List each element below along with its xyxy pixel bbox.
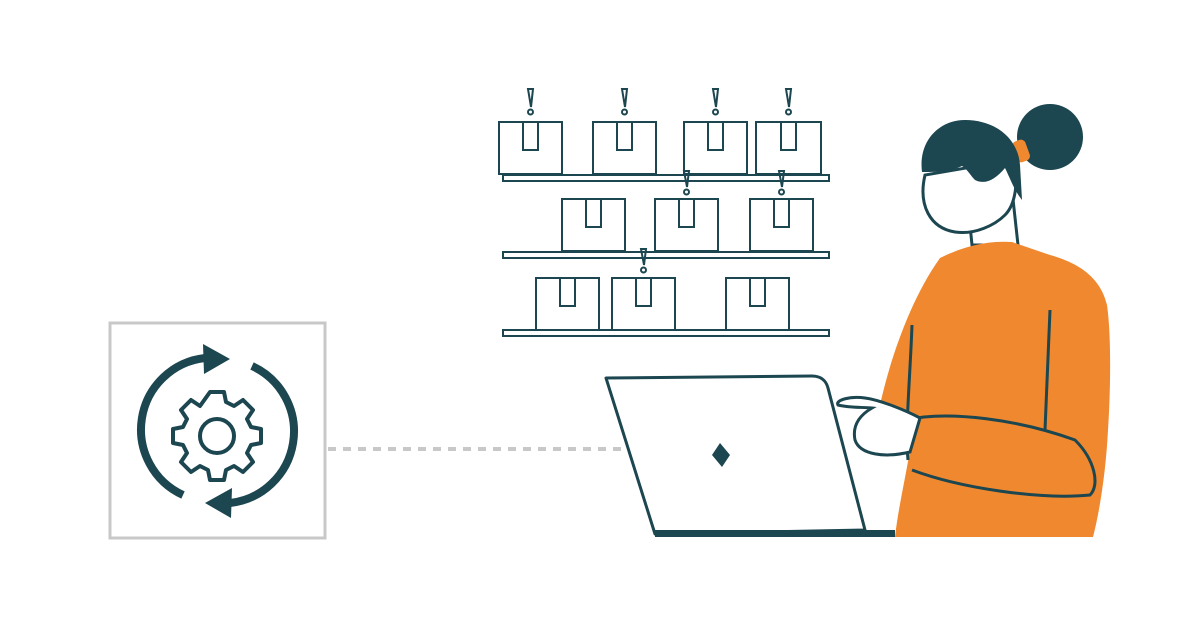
box <box>725 277 790 331</box>
exclamation-icon <box>711 88 720 116</box>
laptop-screen <box>604 374 867 536</box>
woman-figure <box>836 104 1111 538</box>
box <box>592 121 657 175</box>
box <box>755 121 822 175</box>
arrow-head-bottom <box>205 488 232 518</box>
icon-frame <box>108 321 327 540</box>
exclamation-icon <box>784 88 793 116</box>
box <box>749 198 814 252</box>
diamond-logo-icon <box>712 443 730 467</box>
arrow-head-top <box>203 344 230 374</box>
gear-icon <box>171 390 263 482</box>
sync-gear-icon-card <box>108 321 327 540</box>
box <box>561 198 626 252</box>
shelf-middle <box>502 251 830 259</box>
box <box>654 198 719 252</box>
hair <box>921 120 1022 200</box>
box <box>611 277 676 331</box>
sync-gear-icon <box>137 354 298 507</box>
arm <box>904 414 1097 498</box>
sweater-seam <box>1043 309 1052 431</box>
exclamation-icon <box>682 170 691 196</box>
box <box>683 121 748 175</box>
exclamation-icon <box>526 88 535 116</box>
exclamation-icon <box>777 170 786 196</box>
laptop <box>604 374 895 537</box>
box <box>535 277 600 331</box>
hand <box>836 396 922 457</box>
laptop-base <box>655 530 895 537</box>
stock-alerts <box>526 88 793 274</box>
box <box>498 121 563 175</box>
exclamation-icon <box>620 88 629 116</box>
inventory-shelves <box>498 121 830 337</box>
shelf-top <box>502 174 830 182</box>
exclamation-icon <box>639 248 648 274</box>
hair-bun <box>1017 104 1083 170</box>
